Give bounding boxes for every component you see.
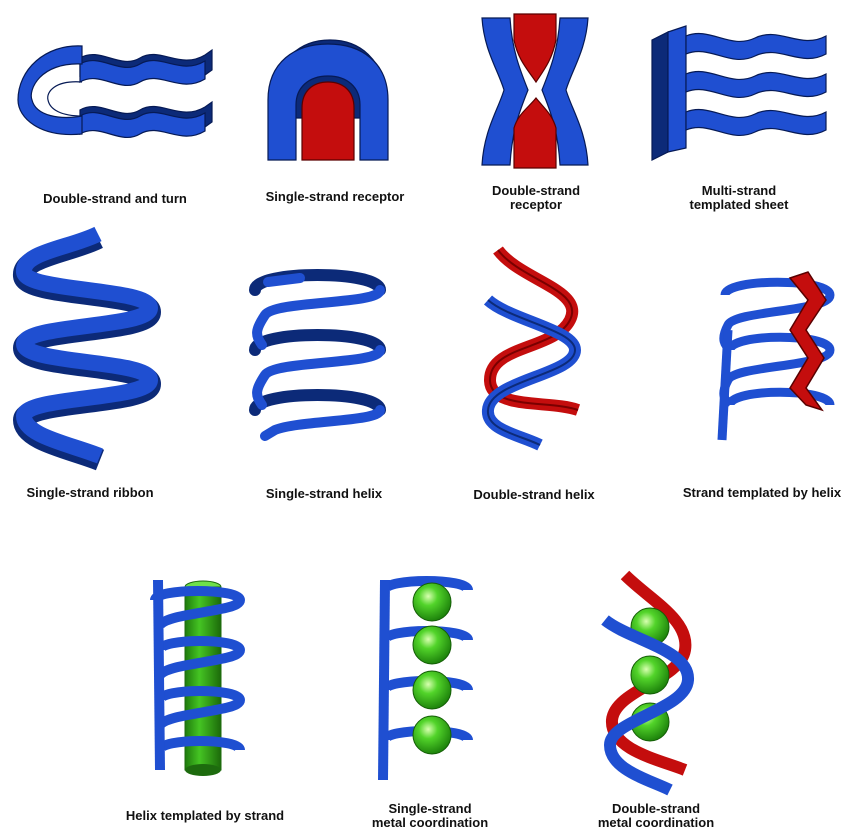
caption-helix-templated-by-strand: Helix templated by strand (105, 809, 305, 823)
single-strand-receptor-diagram (268, 40, 388, 160)
single-strand-metal-diagram (383, 580, 468, 780)
caption-double-strand-turn: Double-strand and turn (15, 192, 215, 206)
caption-single-strand-receptor: Single-strand receptor (235, 190, 435, 204)
caption-double-strand-helix: Double-strand helix (434, 488, 634, 502)
single-strand-helix-diagram (255, 275, 380, 436)
double-strand-turn-diagram (18, 46, 212, 138)
double-strand-helix-diagram (488, 250, 578, 445)
double-strand-receptor-diagram (482, 14, 588, 168)
caption-strand-templated-by-helix: Strand templated by helix (662, 486, 862, 500)
strand-templated-by-helix-diagram (722, 272, 830, 440)
double-strand-metal-diagram (605, 575, 688, 790)
caption-single-strand-ribbon: Single-strand ribbon (0, 486, 190, 500)
single-strand-ribbon-diagram (24, 234, 150, 460)
multi-strand-sheet-diagram (652, 26, 826, 160)
helix-templated-by-strand-diagram (155, 580, 240, 776)
caption-single-strand-helix: Single-strand helix (224, 487, 424, 501)
